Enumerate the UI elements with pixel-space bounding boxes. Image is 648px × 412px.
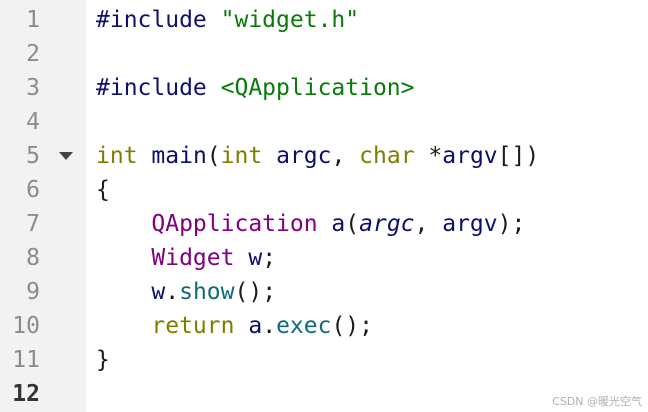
punctuation: (); <box>234 279 277 305</box>
whitespace <box>234 245 248 271</box>
punctuation: , <box>414 211 443 237</box>
punctuation: ); <box>497 211 526 237</box>
line-number: 8 <box>26 245 40 271</box>
line-number: 4 <box>26 109 40 135</box>
keyword: int <box>220 143 263 169</box>
line-number-gutter: 1 2 3 4 5 6 7 8 9 10 11 12 <box>0 0 86 412</box>
watermark: CSDN @暖光空气 <box>552 395 642 408</box>
indent <box>96 245 151 271</box>
code-line: QApplication a(argc, argv); <box>96 207 525 241</box>
variable: w <box>248 245 263 271</box>
punctuation: . <box>165 279 180 305</box>
include-path: "widget.h" <box>220 7 360 33</box>
code-area[interactable]: #include "widget.h" #include <QApplicati… <box>86 0 648 412</box>
line-number: 11 <box>12 347 40 373</box>
indent <box>96 313 151 339</box>
punctuation: ( <box>345 211 360 237</box>
keyword: char <box>359 143 415 169</box>
punctuation: . <box>262 313 277 339</box>
punctuation: ( <box>206 143 221 169</box>
line-number: 10 <box>12 313 40 339</box>
code-line: return a.exec(); <box>96 309 373 343</box>
code-line: w.show(); <box>96 275 276 309</box>
whitespace <box>234 313 248 339</box>
argument: argv <box>442 211 498 237</box>
variable: w <box>151 279 166 305</box>
variable: a <box>248 313 263 339</box>
method-call: show <box>179 279 235 305</box>
whitespace <box>318 211 332 237</box>
punctuation: []) <box>497 143 540 169</box>
line-number: 3 <box>26 75 40 101</box>
punctuation: , <box>331 143 360 169</box>
punctuation: { <box>96 177 110 203</box>
code-line: #include "widget.h" <box>96 3 359 37</box>
indent <box>96 211 151 237</box>
line-number: 2 <box>26 41 40 67</box>
punctuation: (); <box>331 313 373 339</box>
line-number: 6 <box>26 177 40 203</box>
variable: a <box>331 211 346 237</box>
code-line: { <box>96 173 110 207</box>
keyword: return <box>151 313 235 339</box>
line-number: 1 <box>26 7 40 33</box>
line-number: 9 <box>26 279 40 305</box>
keyword: int <box>96 143 138 169</box>
parameter: argc <box>276 143 332 169</box>
argument: argc <box>359 211 415 237</box>
punctuation: } <box>96 347 110 373</box>
whitespace <box>138 143 152 169</box>
code-line: int main(int argc, char *argv[]) <box>96 139 539 173</box>
preprocessor-directive: #include <box>96 75 207 101</box>
punctuation: ; <box>262 245 277 271</box>
whitespace <box>207 7 221 33</box>
line-number: 5 <box>26 143 40 169</box>
whitespace <box>262 143 276 169</box>
method-call: exec <box>276 313 332 339</box>
code-line: Widget w; <box>96 241 276 275</box>
code-line: } <box>96 343 110 377</box>
function-name: main <box>151 143 207 169</box>
code-line: #include <QApplication> <box>96 71 415 105</box>
punctuation: * <box>414 143 443 169</box>
current-line-number: 12 <box>12 381 40 407</box>
preprocessor-directive: #include <box>96 7 207 33</box>
class-name: QApplication <box>151 211 318 237</box>
include-path: <QApplication> <box>220 75 415 101</box>
class-name: Widget <box>151 245 235 271</box>
indent <box>96 279 151 305</box>
whitespace <box>207 75 221 101</box>
triangle-down-icon[interactable] <box>59 152 73 160</box>
parameter: argv <box>442 143 498 169</box>
line-number: 7 <box>26 211 40 237</box>
